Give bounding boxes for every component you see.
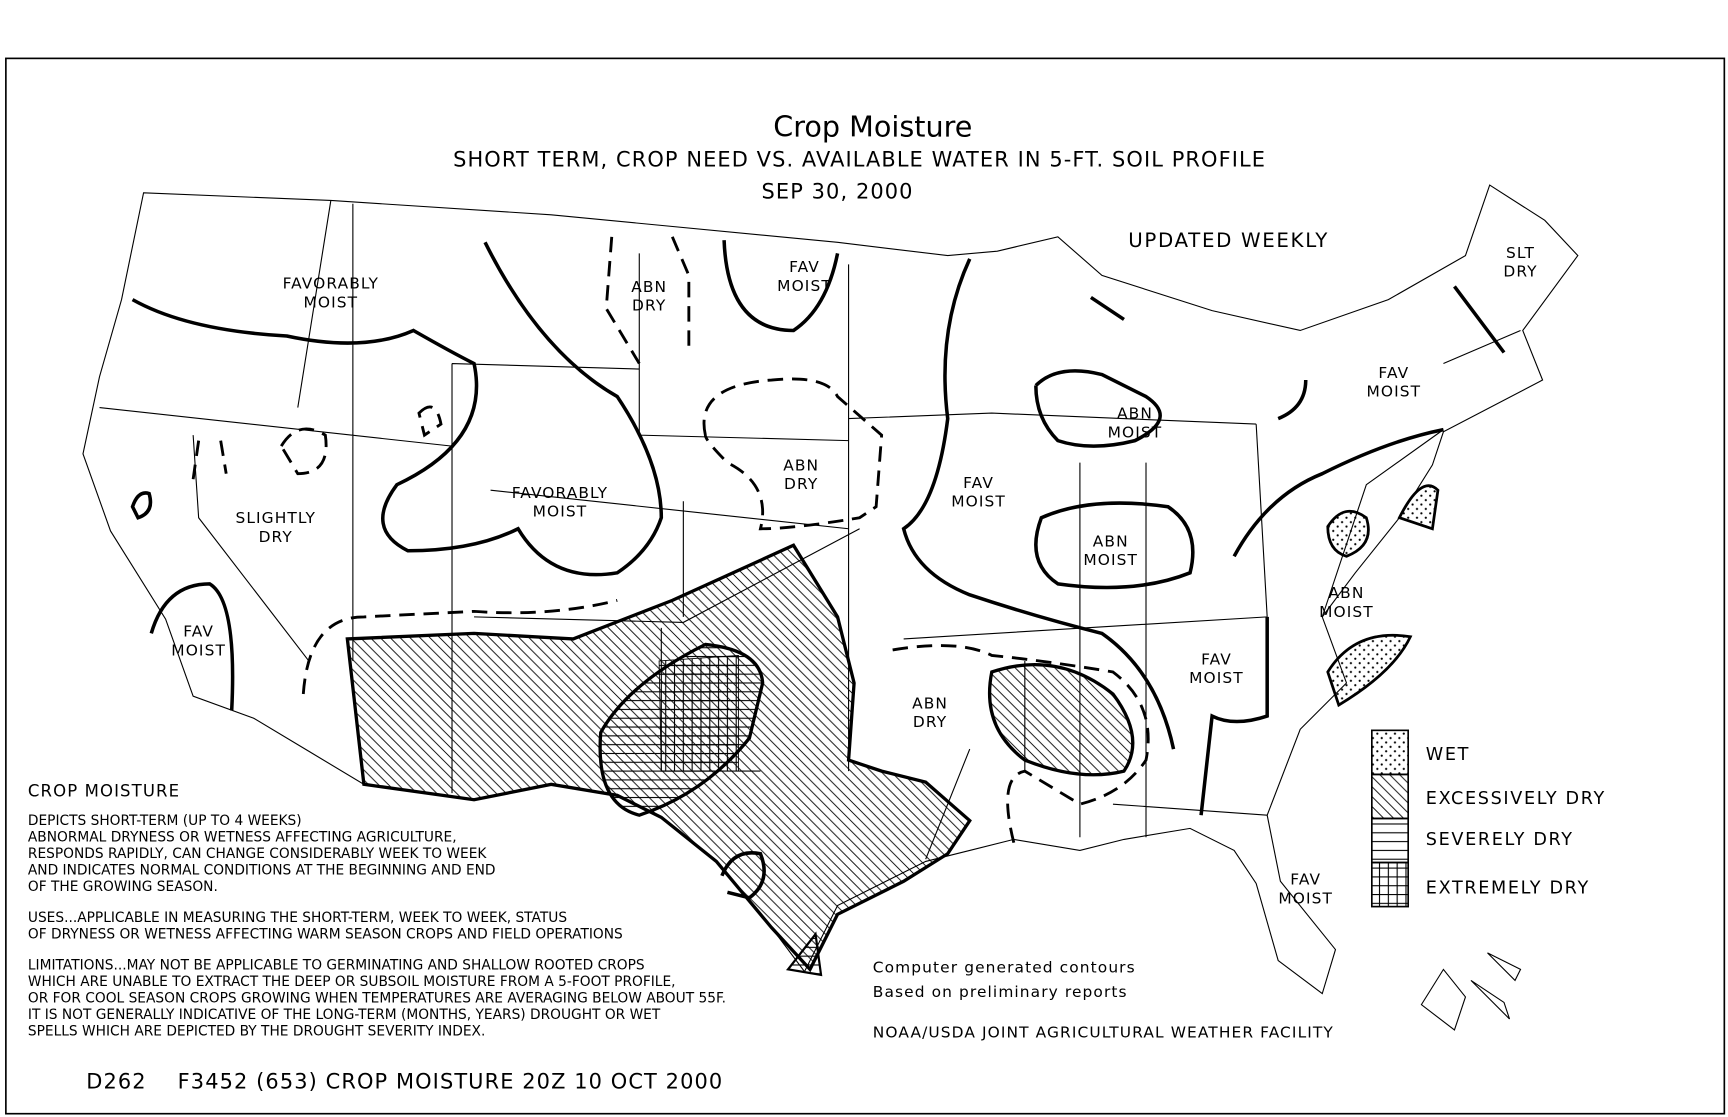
notes-line-limitations: WHICH ARE UNABLE TO EXTRACT THE DEEP OR … <box>28 974 676 990</box>
region-label: FAV <box>1290 871 1321 889</box>
region-label: FAVORABLY <box>283 275 379 293</box>
region-label: FAV <box>963 474 994 492</box>
legend-swatch-severely-dry <box>1371 817 1410 864</box>
region-label: ABN <box>631 278 667 296</box>
notes-line-depicts: OF THE GROWING SEASON. <box>28 879 218 895</box>
region-label: FAV <box>183 623 214 641</box>
region-label: MOIST <box>1367 383 1422 401</box>
notes-heading: CROP MOISTURE <box>28 781 180 800</box>
region-label: MOIST <box>1319 603 1374 621</box>
region-label: MOIST <box>1108 423 1163 441</box>
notes-line-depicts: RESPONDS RAPIDLY, CAN CHANGE CONSIDERABL… <box>28 846 488 862</box>
legend: WET EXCESSIVELY DRY SEVERELY DRY EXTREME… <box>1371 729 1606 908</box>
region-labels: FAVORABLYMOISTABNDRYFAVMOISTSLTDRYFAVMOI… <box>171 244 1537 908</box>
region-label: MOIST <box>951 493 1006 511</box>
excessively-dry-region-southeast <box>987 662 1135 777</box>
region-label: MOIST <box>777 277 832 295</box>
region-label: DRY <box>259 528 293 546</box>
notes-line-depicts: ABNORMAL DRYNESS OR WETNESS AFFECTING AG… <box>28 830 457 846</box>
region-label: ABN <box>912 694 948 712</box>
extremely-dry-region <box>658 654 739 772</box>
map-title: Crop Moisture <box>773 110 972 144</box>
wet-region-carolina <box>1326 633 1413 708</box>
legend-label-excessively-dry: EXCESSIVELY DRY <box>1426 789 1606 809</box>
legend-swatch-extremely-dry <box>1371 861 1410 908</box>
credits-line-3: NOAA/USDA JOINT AGRICULTURAL WEATHER FAC… <box>873 1024 1334 1042</box>
notes-text: DEPICTS SHORT-TERM (UP TO 4 WEEKS)ABNORM… <box>28 813 726 1039</box>
map-subtitle: SHORT TERM, CROP NEED VS. AVAILABLE WATE… <box>453 147 1266 171</box>
credits-line-1: Computer generated contours <box>873 959 1136 977</box>
page-frame <box>5 57 1726 1115</box>
updated-weekly: UPDATED WEEKLY <box>1128 229 1329 252</box>
region-label: SLIGHTLY <box>235 509 316 527</box>
region-label: FAV <box>1201 650 1232 668</box>
legend-swatch-wet <box>1371 729 1410 776</box>
wet-region-virginia <box>1326 509 1370 558</box>
region-label: MOIST <box>1189 669 1244 687</box>
notes-line-uses: OF DRYNESS OR WETNESS AFFECTING WARM SEA… <box>28 927 623 943</box>
notes-line-limitations: SPELLS WHICH ARE DEPICTED BY THE DROUGHT… <box>28 1023 485 1039</box>
region-label: DRY <box>784 475 818 493</box>
region-label: MOIST <box>1083 551 1138 569</box>
region-label: ABN <box>783 456 819 474</box>
region-label: FAV <box>789 258 820 276</box>
region-label: DRY <box>913 713 947 731</box>
notes-line-uses: USES...APPLICABLE IN MEASURING THE SHORT… <box>28 910 567 926</box>
region-label: ABN <box>1117 405 1153 423</box>
legend-label-severely-dry: SEVERELY DRY <box>1426 830 1574 850</box>
region-label: DRY <box>632 297 666 315</box>
severely-dry-region-coast <box>785 931 823 977</box>
notes-line-limitations: IT IS NOT GENERALLY INDICATIVE OF THE LO… <box>28 1007 661 1023</box>
wet-region-delmarva <box>1397 484 1440 531</box>
notes-line-depicts: AND INDICATES NORMAL CONDITIONS AT THE B… <box>28 863 496 879</box>
region-label: FAVORABLY <box>512 484 608 502</box>
legend-label-wet: WET <box>1426 745 1470 765</box>
region-label: ABN <box>1329 584 1365 602</box>
region-label: MOIST <box>533 503 588 521</box>
bahamas-outline <box>1420 952 1522 1031</box>
credits-line-2: Based on preliminary reports <box>873 983 1128 1001</box>
region-label: ABN <box>1093 532 1129 550</box>
region-label: MOIST <box>1278 889 1333 907</box>
map-date: SEP 30, 2000 <box>762 179 914 203</box>
legend-label-extremely-dry: EXTREMELY DRY <box>1426 878 1590 898</box>
contour-lines <box>130 236 1506 900</box>
region-label: MOIST <box>171 641 226 659</box>
region-label: DRY <box>1503 262 1537 280</box>
region-label: FAV <box>1378 364 1409 382</box>
notes-line-limitations: OR FOR COOL SEASON CROPS GROWING WHEN TE… <box>28 990 726 1006</box>
region-label: MOIST <box>304 293 359 311</box>
legend-swatch-excessively-dry <box>1371 773 1410 820</box>
region-label: SLT <box>1506 244 1535 262</box>
product-footer: D262 F3452 (653) CROP MOISTURE 20Z 10 OC… <box>86 1069 723 1093</box>
notes-line-depicts: DEPICTS SHORT-TERM (UP TO 4 WEEKS) <box>28 813 302 829</box>
notes-line-limitations: LIMITATIONS...MAY NOT BE APPLICABLE TO G… <box>28 957 645 973</box>
